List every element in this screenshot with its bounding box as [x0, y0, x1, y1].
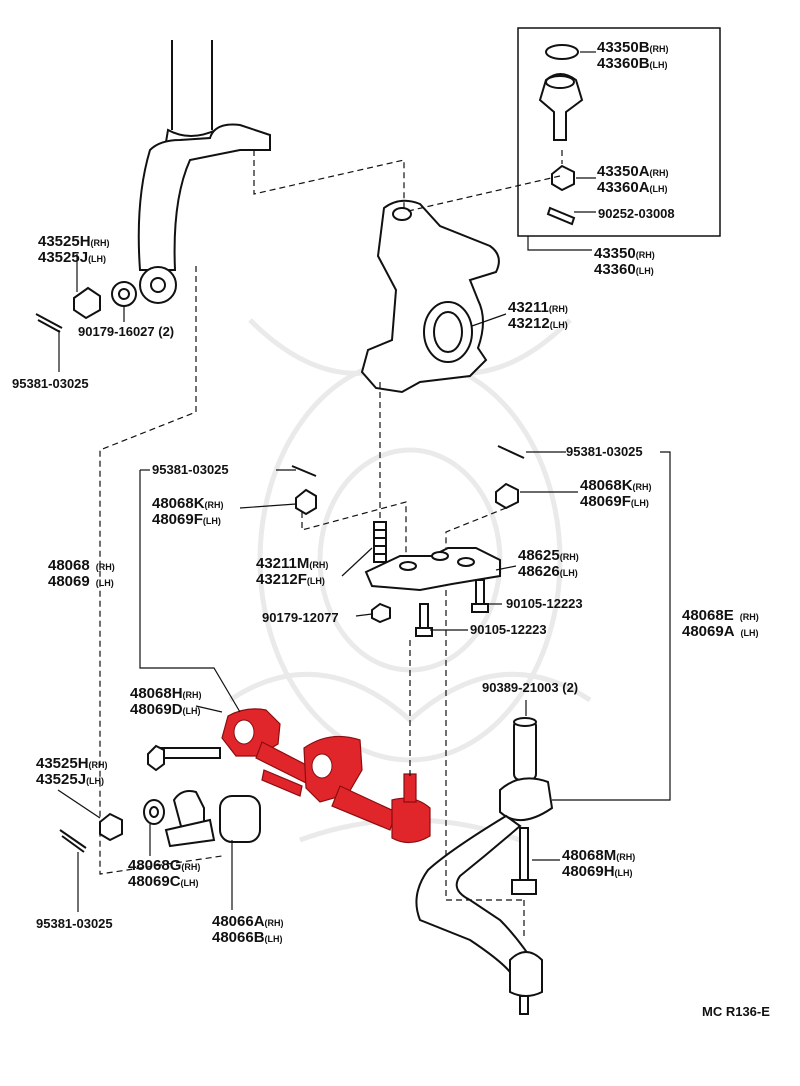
- stabilizer-nut: [73, 281, 137, 320]
- label-43212f: 43212F(LH): [256, 571, 325, 588]
- label-95381-bottom: 95381-03025: [36, 916, 113, 931]
- label-48069: 48069(LH): [48, 573, 114, 590]
- label-43350: 43350(RH): [594, 245, 655, 262]
- label-48068k-mid: 48068K(RH): [152, 495, 224, 512]
- label-43360a: 43360A(LH): [597, 179, 668, 196]
- label-43350a: 43350A(RH): [597, 163, 669, 180]
- label-43360b: 43360B(LH): [597, 55, 668, 72]
- label-43350b: 43350B(RH): [597, 39, 669, 56]
- label-90105-b: 90105-12223: [470, 622, 547, 637]
- label-43212: 43212(LH): [508, 315, 568, 332]
- label-43525h-top: 43525H(RH): [38, 233, 110, 250]
- label-48625: 48625(RH): [518, 547, 579, 564]
- upper-ball-joint-kit: [517, 27, 721, 237]
- leader-lines: [57, 51, 671, 936]
- label-43211: 43211(RH): [508, 299, 568, 316]
- part-labels: 43350B(RH) 43360B(LH) 43350A(RH) 43360A(…: [12, 39, 770, 1019]
- label-90389: 90389-21003 (2): [482, 680, 578, 695]
- label-48626: 48626(LH): [518, 563, 578, 580]
- label-43525j-top: 43525J(LH): [38, 249, 106, 266]
- strut-bar-bushing: [164, 790, 261, 848]
- strut-arm-highlighted: [221, 708, 431, 844]
- label-48069h: 48069H(LH): [562, 863, 633, 880]
- label-95381-left: 95381-03025: [12, 376, 89, 391]
- washer-48068g: [143, 799, 165, 825]
- label-90179-16027: 90179-16027 (2): [78, 324, 174, 339]
- label-90252: 90252-03008: [598, 206, 675, 221]
- label-48069a: 48069A(LH): [682, 623, 759, 640]
- label-95381-mid: 95381-03025: [152, 462, 229, 477]
- lower-arm: [415, 777, 554, 1015]
- label-90105-a: 90105-12223: [506, 596, 583, 611]
- label-48068g: 48068G(RH): [128, 857, 200, 874]
- bolt-90105-a: [471, 579, 489, 613]
- label-43525h-bottom: 43525H(RH): [36, 755, 108, 772]
- bolt-48068h: [147, 744, 221, 772]
- label-48068e: 48068E(RH): [682, 607, 759, 624]
- label-48066b: 48066B(LH): [212, 929, 283, 946]
- mount-plate: [364, 547, 501, 592]
- label-48068k-right: 48068K(RH): [580, 477, 652, 494]
- label-43360: 43360(LH): [594, 261, 654, 278]
- cotter-pin-left: [35, 313, 63, 333]
- label-43211m: 43211M(RH): [256, 555, 328, 572]
- label-48068: 48068(RH): [48, 557, 115, 574]
- nut-90179: [371, 602, 391, 624]
- label-48066a: 48066A(RH): [212, 913, 284, 930]
- nut-lower-left: [59, 812, 123, 853]
- nut-right: [495, 445, 525, 510]
- sleeve: [513, 717, 537, 781]
- label-48069f-mid: 48069F(LH): [152, 511, 221, 528]
- bolt-48068m: [511, 827, 537, 895]
- label-95381-right: 95381-03025: [566, 444, 643, 459]
- label-43525j-bottom: 43525J(LH): [36, 771, 104, 788]
- label-48068m: 48068M(RH): [562, 847, 635, 864]
- label-48068h: 48068H(RH): [130, 685, 202, 702]
- steering-knuckle: [360, 199, 500, 394]
- bolt-90105-b: [415, 603, 433, 637]
- bolt-mid-left: [291, 465, 317, 516]
- label-90179-12077: 90179-12077: [262, 610, 339, 625]
- label-48069c: 48069C(LH): [128, 873, 199, 890]
- stabilizer-bar: [137, 40, 271, 304]
- figure-code: MC R136-E: [702, 1004, 770, 1019]
- label-48069f-right: 48069F(LH): [580, 493, 649, 510]
- stud-43211m: [373, 521, 387, 563]
- label-48069d: 48069D(LH): [130, 701, 201, 718]
